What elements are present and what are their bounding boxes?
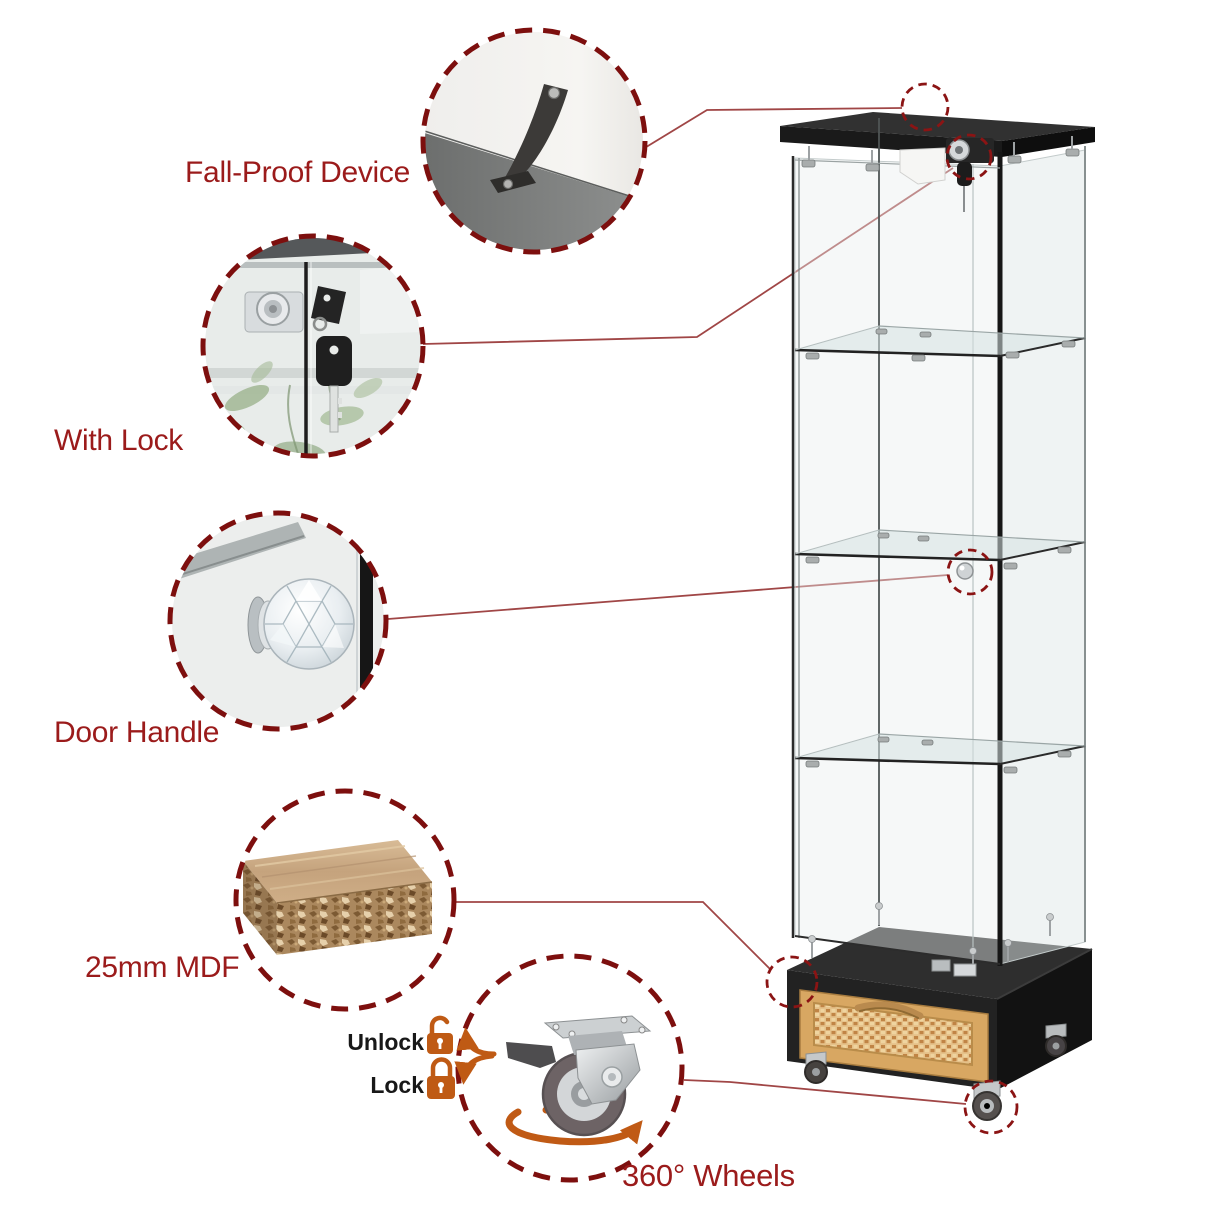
door-handle-label: Door Handle [54, 716, 220, 749]
padlock-open-icon [427, 1015, 453, 1054]
target-ring-fall-proof [900, 82, 950, 132]
drawer-handle [854, 1001, 924, 1020]
caster-wheel-illustration [506, 1015, 652, 1137]
connector-with-lock [422, 167, 954, 345]
mdf-label: 25mm MDF [85, 951, 240, 984]
feature-circle-mdf [233, 788, 457, 1012]
fall-proof-label: Fall-Proof Device [185, 156, 410, 189]
feature-circle-fall-proof [420, 27, 648, 255]
anti-tip-strap [499, 84, 568, 188]
target-ring-wheel [963, 1079, 1019, 1135]
curved-arrow-icon [454, 1053, 495, 1085]
glass-shelf [794, 529, 1086, 570]
target-ring-mdf [765, 955, 819, 1009]
connector-mdf [455, 901, 771, 970]
padlock-closed-icon [427, 1057, 455, 1099]
target-ring-lock [945, 133, 993, 181]
glass-pins-top [808, 136, 1073, 164]
lock-label: Lock [370, 1072, 424, 1098]
connector-wheels [683, 1079, 967, 1105]
connector-door-handle [387, 574, 949, 620]
keys [311, 286, 352, 433]
cabinet-illustration [780, 112, 1095, 1121]
feature-circle-wheels [455, 953, 685, 1183]
unlock-label: Unlock [347, 1029, 424, 1055]
crystal-knob [247, 578, 355, 670]
feature-circle-with-lock [200, 233, 426, 459]
callout-connector-lines [387, 107, 967, 1105]
wheels-label: 360° Wheels [622, 1158, 795, 1193]
feature-circle-door-handle [167, 510, 389, 732]
cabinet-door-knob [956, 562, 974, 580]
connector-fall-proof [637, 107, 903, 153]
glass-pins-base [808, 902, 1054, 977]
mdf-board [243, 840, 433, 955]
with-lock-label: With Lock [54, 424, 184, 457]
glass-shelf [794, 733, 1086, 774]
lock-cylinder [244, 291, 304, 333]
glass-shelf [794, 325, 1086, 362]
cabinet-caster-wheels [804, 1023, 1067, 1121]
caster-lock-legend-icons [427, 1015, 497, 1099]
feature-target-rings [765, 82, 1019, 1135]
target-ring-door-knob [946, 548, 994, 596]
